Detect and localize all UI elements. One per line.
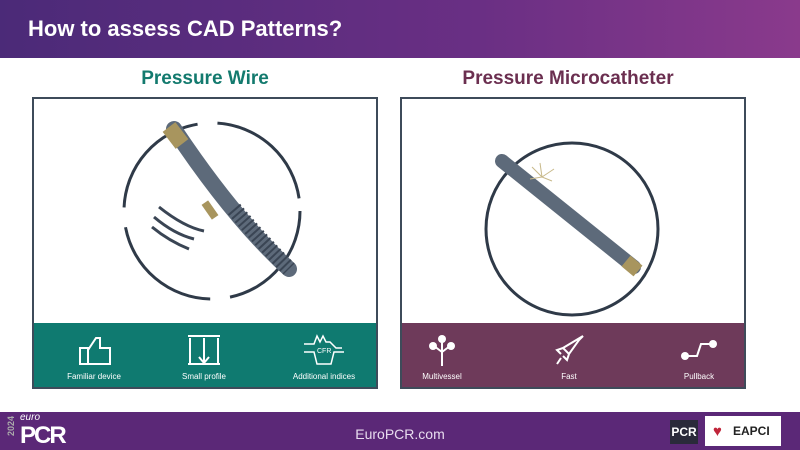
svg-text:CFR: CFR: [317, 348, 331, 355]
right-feature-band: Multivessel Fast Pullback: [402, 323, 744, 387]
feature-label: Fast: [561, 372, 577, 381]
feature-pullback: Pullback: [644, 334, 754, 381]
left-heading: Pressure Wire: [141, 68, 269, 89]
eapci-text: EAPCI: [733, 424, 770, 438]
feature-multivessel: Multivessel: [387, 334, 497, 381]
pullback-icon: [681, 340, 717, 360]
pressure-wire-panel: Familiar device Small profile CFR Additi…: [32, 97, 378, 389]
feature-familiar-device: Familiar device: [39, 334, 149, 381]
feature-label: Pullback: [683, 372, 715, 381]
right-heading: Pressure Microcatheter: [462, 68, 674, 89]
feature-label: Multivessel: [422, 372, 462, 381]
eapci-logo: ♥ EAPCI: [705, 416, 781, 446]
pressure-wire-illustration: [122, 121, 302, 301]
rocket-icon: [555, 335, 584, 365]
thumbs-up-icon: [79, 337, 111, 365]
feature-label: Small profile: [181, 372, 226, 381]
branch-icon: [429, 335, 455, 366]
left-feature-band: Familiar device Small profile CFR Additi…: [34, 323, 376, 387]
microcatheter-illustration: [484, 141, 660, 317]
feature-label: Familiar device: [67, 372, 121, 381]
footer-brand-small: euro: [20, 412, 41, 423]
profile-arrow-icon: [188, 335, 220, 365]
feature-label: Additional indices: [292, 372, 356, 381]
header: How to assess CAD Patterns?: [0, 0, 800, 58]
europcr-logo: PCR: [20, 422, 67, 449]
pcr-logo: PCR: [670, 420, 698, 444]
pressure-microcatheter-panel: Multivessel Fast Pullback: [400, 97, 746, 389]
feature-fast: Fast: [514, 334, 624, 381]
footer: 2024 euro PCR EuroPCR.com PCR ♥ EAPCI: [0, 412, 800, 450]
heart-icon: ♥: [713, 423, 722, 440]
footer-url[interactable]: EuroPCR.com: [355, 426, 445, 442]
page-title: How to assess CAD Patterns?: [28, 16, 343, 41]
cfr-waveform-icon: CFR: [304, 334, 344, 365]
feature-additional-indices: CFR Additional indices: [269, 334, 379, 381]
feature-small-profile: Small profile: [149, 334, 259, 381]
